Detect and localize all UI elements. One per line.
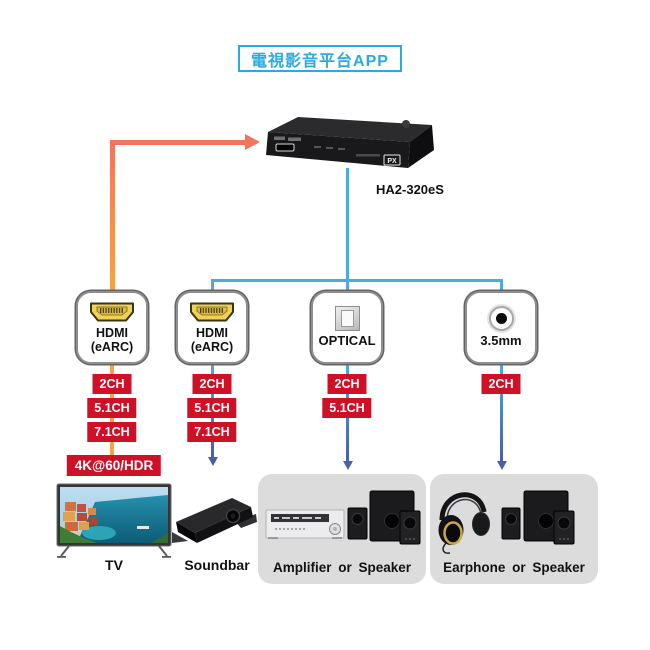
soundbar-image [172, 498, 257, 543]
connector-box-35mm: 3.5mm [465, 291, 537, 364]
output-label-earphone: Earphone or Speaker [443, 560, 585, 575]
connector-box-hdmi-earc-2: HDMI (eARC) [176, 291, 248, 364]
output-label-soundbar: Soundbar [184, 557, 250, 573]
connector-label: 3.5mm [480, 333, 522, 349]
connector-label-sub: (eARC) [190, 339, 234, 354]
channel-badge: 2CH [192, 374, 232, 394]
output-label-tv: TV [105, 557, 123, 573]
branch-line [211, 279, 501, 282]
tv-image [56, 483, 172, 558]
device-brand-logo: PX [387, 158, 397, 165]
resolution-badge: 4K@60/HDR [66, 455, 162, 476]
connector-label: HDMI (eARC) [91, 326, 133, 354]
drop-line-col2 [211, 279, 214, 292]
headphones-and-speakers-image [438, 490, 575, 554]
arrow-down-icon [496, 461, 507, 470]
output-line-col4 [500, 363, 503, 462]
connector-label-main: HDMI [196, 325, 228, 340]
connector-box-hdmi-earc-1: HDMI (eARC) [76, 291, 148, 364]
connector-label: OPTICAL [318, 333, 376, 349]
channel-badge: 5.1CH [87, 398, 137, 418]
jack-35mm-hole [495, 313, 507, 325]
drop-line-col4 [500, 279, 503, 292]
device-output-line [346, 168, 349, 292]
connector-box-optical: OPTICAL [311, 291, 383, 364]
channel-badge: 7.1CH [187, 422, 237, 442]
earc-arrow-line-vertical [110, 140, 115, 292]
connector-label-sub: (eARC) [90, 339, 134, 354]
amplifier-panel: Amplifier or Speaker [258, 474, 426, 584]
optical-connector-icon [334, 306, 360, 332]
channel-badge: 2CH [327, 374, 367, 394]
channel-badge: 7.1CH [87, 422, 137, 442]
av-extractor-device-image: PX [266, 117, 434, 168]
channel-badge: 5.1CH [187, 398, 237, 418]
arrow-down-icon [207, 457, 218, 466]
connector-label-main: HDMI [96, 325, 128, 340]
arrow-down-icon [342, 461, 353, 470]
optical-connector-inner [340, 310, 354, 328]
app-title: 電視影音平台APP [251, 52, 389, 70]
output-label-amplifier: Amplifier or Speaker [272, 560, 412, 575]
arrow-right-icon [245, 134, 260, 150]
app-title-badge: 電視影音平台APP [238, 45, 402, 72]
connector-label: HDMI (eARC) [191, 326, 233, 354]
channel-badge: 5.1CH [322, 398, 372, 418]
device-model-label: HA2-320eS [376, 182, 444, 197]
amplifier-and-speakers-image [265, 490, 421, 545]
hdmi-connector-icon [190, 302, 234, 321]
channel-badge: 2CH [92, 374, 132, 394]
channel-badge: 2CH [481, 374, 521, 394]
hdmi-connector-icon [90, 302, 134, 321]
earphone-panel: Earphone or Speaker [430, 474, 598, 584]
jack-35mm-icon [488, 306, 514, 332]
earc-arrow-line-horizontal [110, 140, 246, 145]
